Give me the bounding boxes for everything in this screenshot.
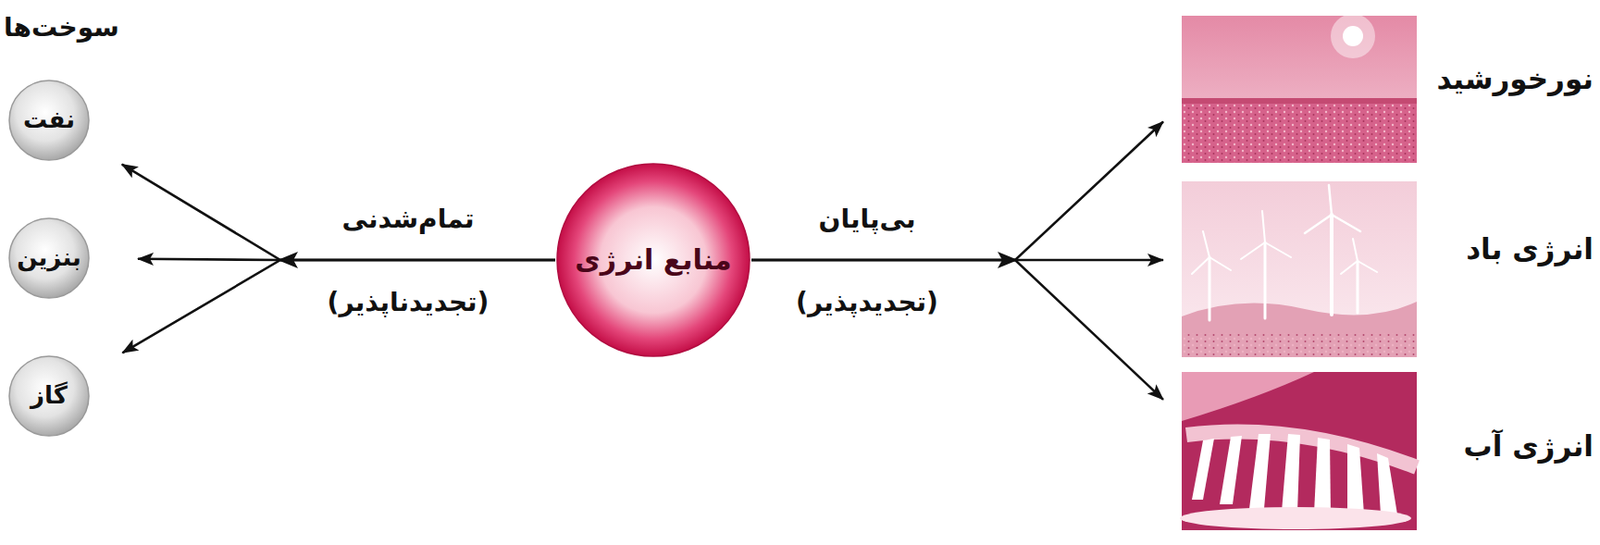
energy-photo: نورخورشید [1181, 15, 1417, 163]
circle-fill [557, 163, 750, 357]
arrow-connector [751, 260, 1164, 400]
turbine-blade [1265, 242, 1291, 258]
node-text: منابع انرژی [574, 243, 732, 277]
water-jet [1376, 453, 1398, 515]
sunlight-photo [1181, 13, 1417, 163]
turbine-blade [1304, 214, 1332, 234]
water-jet [1191, 438, 1215, 500]
node-text: نفت [23, 105, 75, 135]
sun [1342, 25, 1364, 47]
arrow-connector [122, 164, 556, 261]
connector-group [122, 260, 556, 353]
node-text: بنزین [16, 243, 82, 273]
fuel-circle: بنزین [8, 217, 90, 299]
energy-photo: انرژی باد [1181, 181, 1417, 358]
photo-sky [1181, 15, 1417, 163]
fuel-circle: گاز [8, 355, 90, 437]
turbine-blade [1357, 260, 1377, 273]
water-jet [1249, 434, 1271, 509]
reservoir [1181, 372, 1315, 422]
group-heading: سوخت‌ها [3, 12, 120, 44]
photo-label: انرژی باد [1465, 232, 1594, 267]
branch-label: (تجدیدناپذیر) [327, 286, 490, 319]
circle-text-holder: گاز [8, 355, 90, 437]
node-text: گاز [30, 381, 68, 410]
turbine-blade [1331, 214, 1361, 232]
hill [1181, 301, 1417, 358]
arrow-connector [751, 121, 1164, 261]
turbine-blade [1209, 257, 1231, 271]
field-texture [1181, 103, 1417, 163]
sun-glow [1330, 13, 1376, 59]
turbine-blade [1352, 238, 1358, 261]
circle-fill [9, 218, 89, 298]
source-circle: منابع انرژی [556, 162, 751, 358]
water-jet [1219, 435, 1242, 505]
fuel-circle: نفت [8, 79, 90, 162]
branch-label: بی‌پایان [818, 203, 917, 236]
horizon [1181, 98, 1417, 104]
water-jet [1314, 437, 1331, 514]
turbine-tower [1356, 260, 1360, 313]
spillway-water [1191, 434, 1398, 515]
water-jet [1347, 444, 1365, 515]
turbine-tower [1208, 257, 1212, 321]
turbine-blade [1328, 185, 1332, 215]
ground-texture [1181, 333, 1417, 358]
photo-ground [1181, 372, 1417, 531]
water-photo [1179, 372, 1417, 531]
circle-fill [9, 80, 89, 161]
turbine-blade [1203, 231, 1210, 258]
photo-label: انرژی آب [1463, 429, 1594, 464]
arrow-connector [122, 260, 556, 353]
turbine-blade [1240, 242, 1266, 260]
water-jet [1281, 434, 1301, 512]
branch-label: (تجدیدپذیر) [795, 286, 939, 319]
turbine-blade [1340, 260, 1358, 274]
energy-photo: انرژی آب [1181, 372, 1417, 531]
turbine-blade [1191, 257, 1210, 274]
turbine-blade [1262, 210, 1266, 243]
photo-field [1181, 103, 1417, 163]
circle-text-holder: بنزین [8, 217, 90, 299]
circle-text-holder: نفت [8, 79, 90, 162]
photo-label: نورخورشید [1436, 62, 1594, 97]
branch-label: تمام‌شدنی [342, 203, 475, 236]
photo-sky [1181, 181, 1417, 358]
connector-group [751, 121, 1164, 261]
connector-group [122, 164, 556, 261]
wind-turbines [1191, 185, 1377, 321]
connector-group [751, 260, 1164, 400]
water-foam [1179, 507, 1412, 530]
circle-fill [9, 356, 89, 436]
turbine-tower [1264, 242, 1267, 319]
turbine-tower [1329, 214, 1334, 315]
circle-text-holder: منابع انرژی [556, 162, 751, 358]
wind-photo [1181, 181, 1417, 358]
